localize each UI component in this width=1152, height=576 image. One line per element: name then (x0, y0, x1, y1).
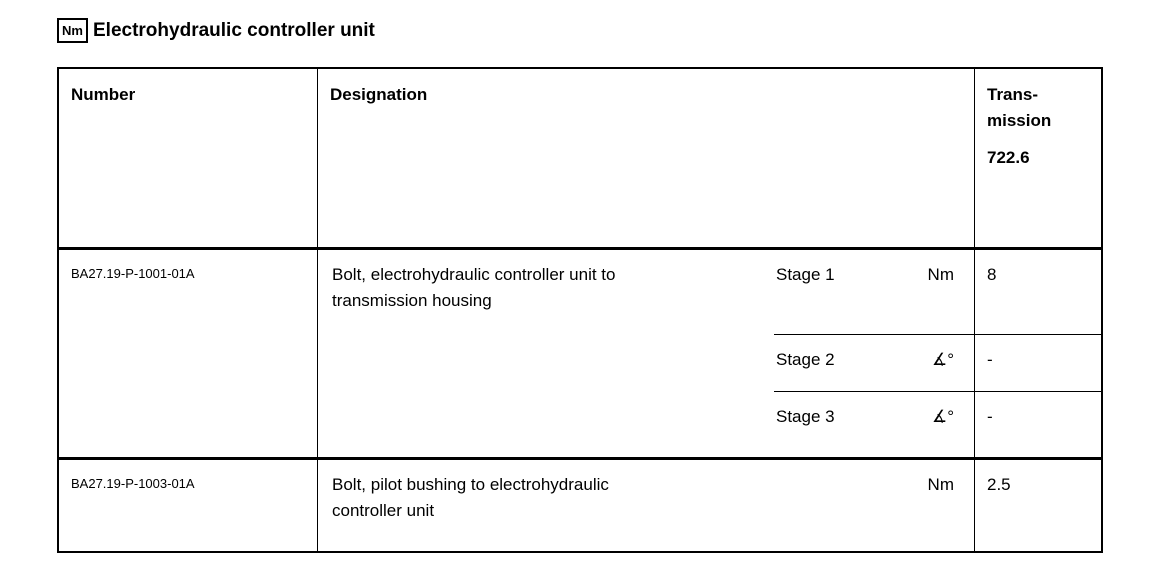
col-header-designation: Designation (318, 69, 975, 250)
row1-stage2-value: - (975, 335, 1101, 392)
title-row: Nm Electrohydraulic controller unit (57, 18, 375, 43)
transmission-model-number: 722.6 (987, 148, 1030, 167)
torque-nm-icon: Nm (57, 18, 88, 43)
row1-stage3-label: Stage 3 (776, 407, 835, 426)
col-header-transmission: Trans- mission 722.6 (975, 69, 1101, 250)
row2-designation-cell: Bolt, pilot bushing to electrohydraulic … (318, 460, 975, 551)
row1-value-cell: 8 - - (975, 250, 1101, 460)
row2-value-cell: 2.5 (975, 460, 1101, 551)
page-title: Electrohydraulic controller unit (93, 19, 375, 41)
row1-stage1-unit: Nm (927, 265, 954, 284)
row2-stage-column: Nm (774, 460, 974, 551)
row1-stage3: Stage 3 ∡° (774, 392, 974, 457)
transmission-header-label: Trans- mission (987, 85, 1052, 130)
row1-stage-column: Stage 1 Nm Stage 2 ∡° Stage 3 ∡° (774, 250, 974, 457)
row2-number: BA27.19-P-1003-01A (59, 460, 318, 551)
row1-stage1-value: 8 (975, 250, 1101, 335)
row1-designation-text: Bolt, electrohydraulic controller unit t… (332, 265, 616, 310)
row1-stage2-label: Stage 2 (776, 350, 835, 369)
row1-stage3-value: - (987, 407, 993, 426)
row1-number: BA27.19-P-1001-01A (59, 250, 318, 460)
row1-stage1: Stage 1 Nm (774, 250, 974, 335)
row1-stage1-label: Stage 1 (776, 265, 835, 284)
row2-stage-unit: Nm (927, 475, 954, 494)
torque-spec-table: Number Designation Trans- mission 722.6 … (57, 67, 1103, 553)
row1-stage3-unit: ∡° (931, 407, 954, 426)
row2-value: 2.5 (987, 475, 1011, 494)
row2-designation-text: Bolt, pilot bushing to electrohydraulic … (332, 475, 609, 520)
row1-stage2: Stage 2 ∡° (774, 335, 974, 392)
col-header-number: Number (59, 69, 318, 250)
row2-stage: Nm (774, 460, 974, 498)
row1-designation-cell: Bolt, electrohydraulic controller unit t… (318, 250, 975, 460)
row1-stage2-unit: ∡° (931, 350, 954, 369)
